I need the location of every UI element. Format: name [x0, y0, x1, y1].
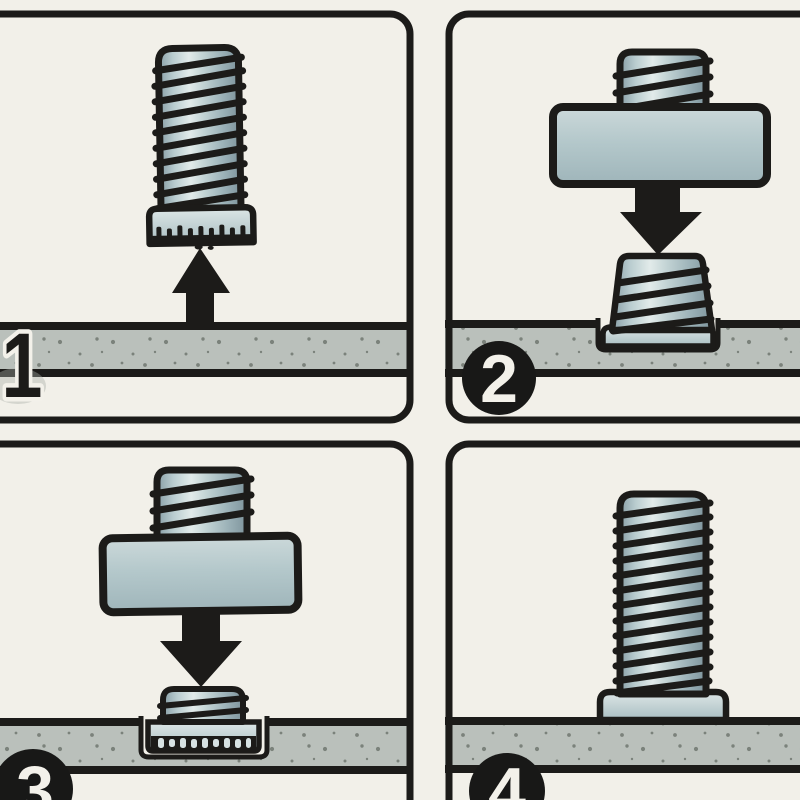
step-panel-4: 4 [445, 440, 800, 800]
thread-grooves [151, 53, 249, 213]
press-block-body [549, 103, 771, 188]
knurled-collar-icon [145, 719, 262, 754]
panel-border-4 [445, 440, 800, 800]
flange-base-icon [596, 688, 730, 724]
step-4-number: 4 [488, 754, 526, 800]
base-plate [0, 322, 410, 377]
step-2-number-badge: 2 [462, 341, 536, 417]
step-4-number-badge: 4 [469, 753, 545, 800]
step-1-number: 1 [2, 314, 43, 417]
threaded-stud-icon [596, 490, 730, 724]
step-2-number: 2 [480, 341, 518, 417]
step-panel-2: 2 [445, 10, 800, 424]
threaded-stud-icon [145, 44, 257, 250]
press-block-icon [98, 466, 303, 617]
press-block-icon [549, 48, 771, 188]
panel-border-3 [0, 440, 414, 800]
plate-speckles [0, 330, 410, 369]
thread-grooves [157, 695, 249, 721]
smudge [0, 368, 46, 404]
stud-top-stub [149, 466, 255, 544]
step-1-number-badge: 1 [0, 310, 46, 421]
step-panel-1: 1 [0, 10, 414, 424]
threaded-stud-icon [157, 686, 249, 725]
step-3-number: 3 [16, 752, 54, 800]
panel-border-1 [0, 10, 414, 424]
press-block-body [98, 531, 303, 617]
up-arrow-icon [172, 248, 230, 330]
down-arrow-icon [160, 608, 242, 687]
thread-grooves [609, 266, 715, 335]
step-3-number-badge: 3 [0, 749, 73, 800]
down-arrow-icon [620, 180, 702, 255]
knurled-head-icon [145, 203, 257, 250]
step-panel-3: 3 [0, 440, 414, 800]
threaded-stud-icon [608, 252, 716, 335]
thread-grooves [612, 499, 714, 697]
panel-border-2 [445, 10, 800, 424]
